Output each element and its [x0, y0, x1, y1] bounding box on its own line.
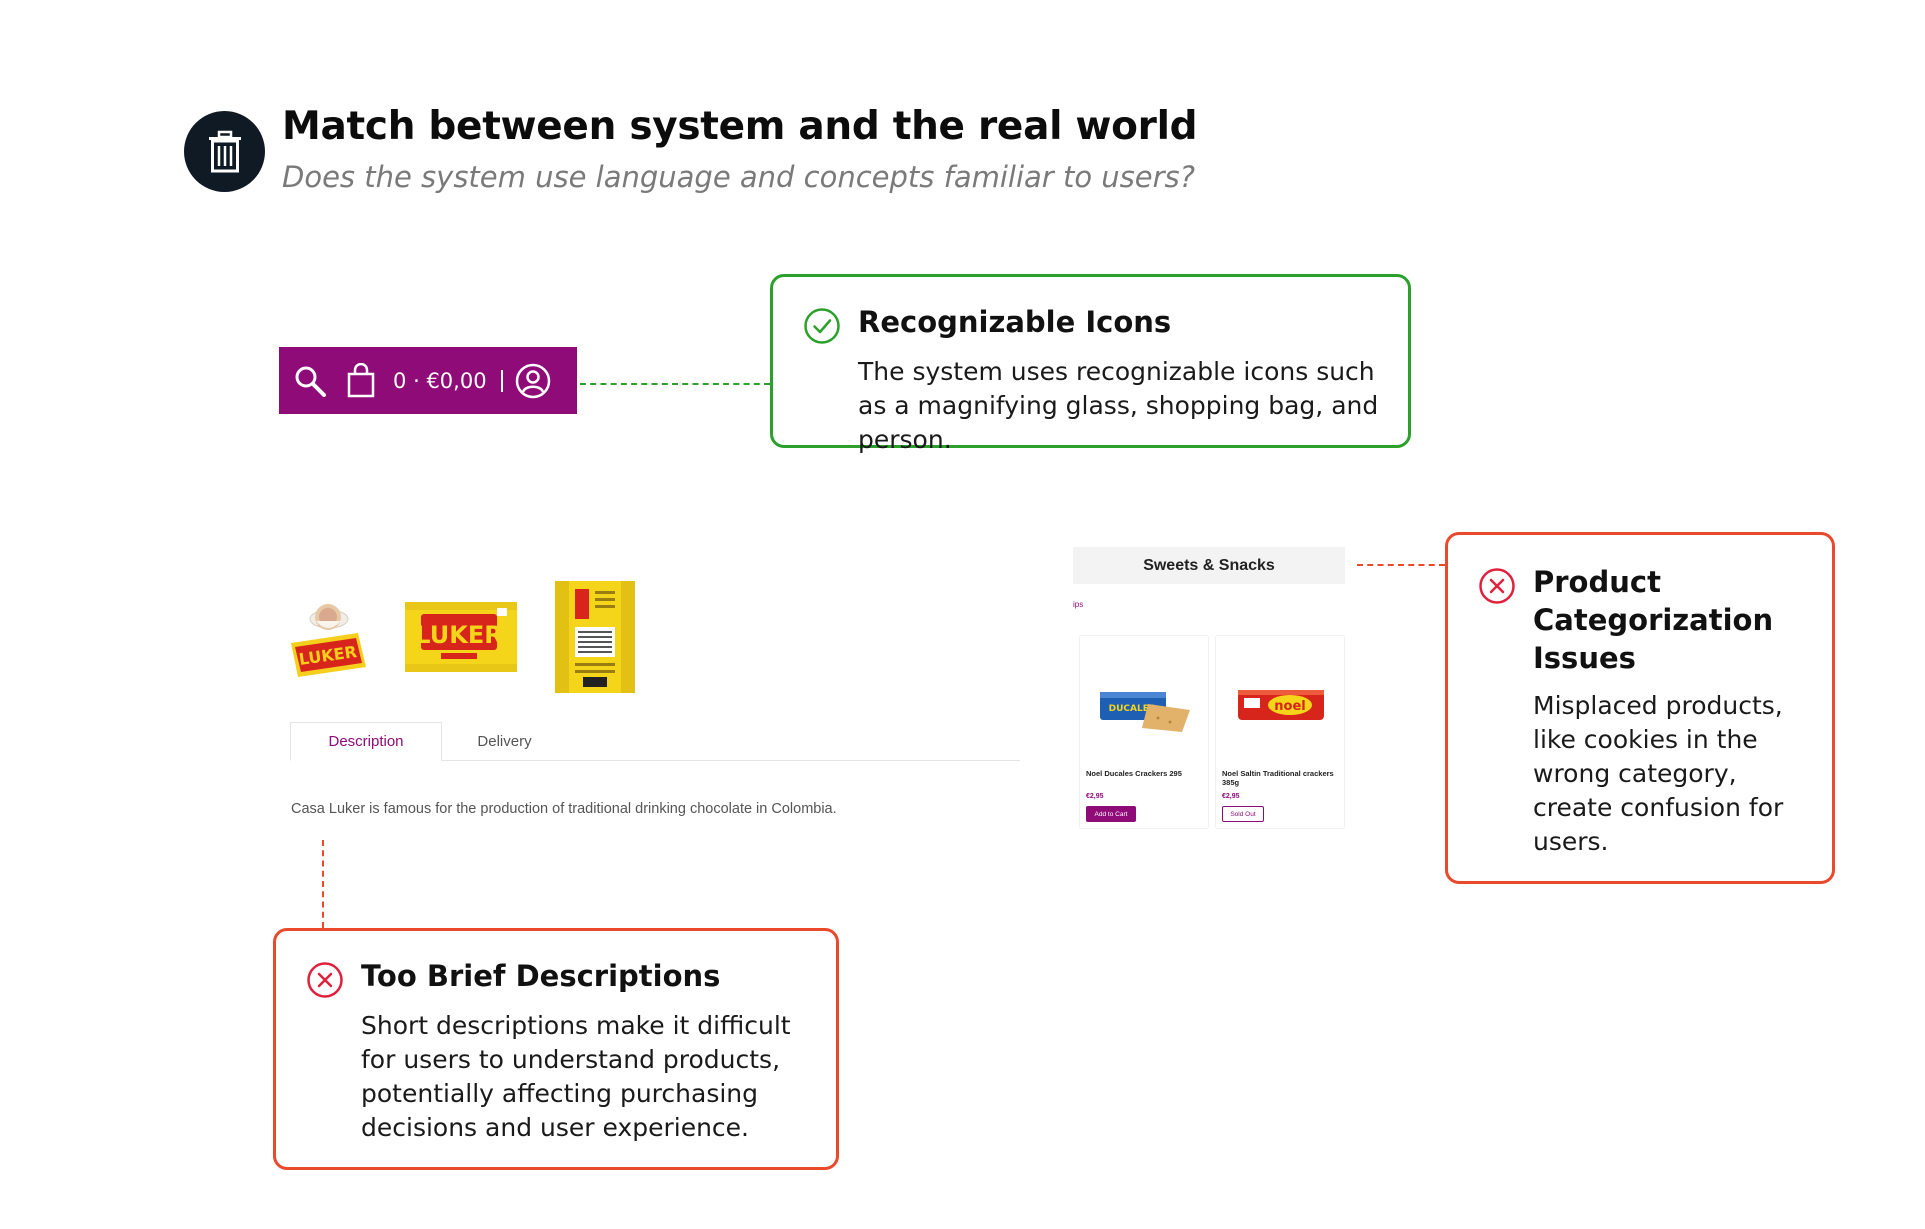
site-toolbar: 0 · €0,00: [279, 347, 577, 414]
svg-text:LUKER: LUKER: [415, 621, 502, 649]
luker-cup-thumbnail[interactable]: LUKER: [286, 597, 372, 683]
connector-line: [322, 840, 324, 928]
tabs-divider: [290, 760, 1020, 761]
luker-back-thumbnail[interactable]: [553, 579, 637, 695]
cart-summary[interactable]: 0 · €0,00: [393, 369, 487, 393]
card-title: Recognizable Icons: [858, 305, 1172, 339]
product-image: noel: [1238, 690, 1324, 720]
card-description: Misplaced products, like cookies in the …: [1533, 691, 1784, 856]
product-description: Casa Luker is famous for the production …: [291, 801, 837, 817]
page-title: Match between system and the real world: [282, 104, 1198, 149]
product-card[interactable]: DUCALES Noel Ducales Crackers 295 €2,95 …: [1079, 635, 1209, 829]
card-description: The system uses recognizable icons such …: [858, 357, 1379, 454]
card-description: Short descriptions make it difficult for…: [361, 1011, 791, 1142]
shopping-bag-icon[interactable]: [345, 362, 377, 399]
tab-description[interactable]: Description: [290, 722, 442, 761]
connector-line: [1357, 564, 1445, 566]
breadcrumb[interactable]: ips: [1073, 600, 1084, 609]
add-to-cart-button[interactable]: Add to Cart: [1086, 806, 1136, 822]
connector-line: [580, 383, 770, 385]
product-image: DUCALES: [1100, 692, 1190, 732]
sold-out-button: Sold Out: [1222, 806, 1264, 822]
user-icon[interactable]: [515, 363, 551, 399]
cart-total: €0,00: [426, 368, 487, 393]
trash-icon: [208, 130, 241, 172]
luker-pack-thumbnail[interactable]: LUKER: [403, 598, 519, 676]
product-price: €2,95: [1222, 793, 1240, 800]
product-price: €2,95: [1086, 793, 1104, 800]
x-icon: [1479, 568, 1515, 604]
product-card[interactable]: noel Noel Saltin Traditional crackers 38…: [1215, 635, 1345, 829]
svg-text:DUCALES: DUCALES: [1109, 704, 1156, 714]
too-brief-descriptions-card: Too Brief Descriptions Short description…: [273, 928, 839, 1170]
category-title: Sweets & Snacks: [1073, 547, 1345, 584]
x-icon: [307, 962, 343, 998]
tab-delivery[interactable]: Delivery: [477, 733, 532, 750]
product-name[interactable]: Noel Saltin Traditional crackers 385g: [1222, 769, 1334, 787]
recognizable-icons-card: Recognizable Icons The system uses recog…: [770, 274, 1411, 454]
card-title: Too Brief Descriptions: [361, 959, 721, 993]
header-badge: [184, 111, 265, 192]
search-icon[interactable]: [293, 364, 327, 398]
page-subtitle: Does the system use language and concept…: [282, 160, 1196, 194]
product-name[interactable]: Noel Ducales Crackers 295: [1086, 769, 1182, 778]
product-categorization-card: Product Categorization Issues Misplaced …: [1445, 532, 1835, 884]
cart-separator: ·: [413, 368, 420, 393]
toolbar-divider: [500, 369, 503, 392]
svg-text:noel: noel: [1274, 699, 1305, 714]
check-icon: [804, 308, 840, 344]
card-title: Product Categorization Issues: [1533, 565, 1774, 675]
cart-count: 0: [393, 368, 407, 393]
